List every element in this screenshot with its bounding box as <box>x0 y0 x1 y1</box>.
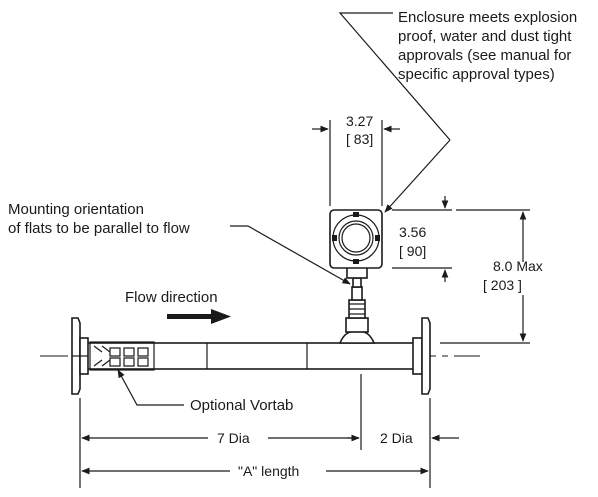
max-height-mm-label: [ 203 ] <box>483 277 522 293</box>
height-inches-label: 3.56 <box>399 224 426 240</box>
enclosure-callout-line-3: approvals (see manual for <box>398 47 571 64</box>
vortab-callout-leader <box>117 369 184 406</box>
mounting-callout-text: Mounting orientation of flats to be para… <box>8 201 190 237</box>
max-height-dimension <box>440 209 530 344</box>
enclosure-callout-line-1: Enclosure meets explosion <box>398 9 577 26</box>
enclosure-callout-line-2: proof, water and dust tight <box>398 28 572 45</box>
enclosure-callout-leader <box>338 12 451 213</box>
enclosure-callout-text: Enclosure meets explosion proof, water a… <box>398 9 577 83</box>
width-dimension <box>312 120 400 206</box>
mounting-callout-line-1: Mounting orientation <box>8 201 144 218</box>
upstream-length-label: 7 Dia <box>217 430 250 446</box>
vortab-flow-conditioner <box>89 341 155 371</box>
transmitter-enclosure <box>329 209 383 269</box>
width-inches-label: 3.27 <box>346 113 373 129</box>
inlet-flange <box>71 317 89 395</box>
height-dimension <box>392 196 452 282</box>
sensor-neck <box>338 265 376 344</box>
vortab-label: Optional Vortab <box>190 397 293 414</box>
width-mm-label: [ 83] <box>346 131 373 147</box>
enclosure-callout-line-4: specific approval types) <box>398 66 555 83</box>
flow-direction-label: Flow direction <box>125 289 218 306</box>
max-height-inches-label: 8.0 Max <box>493 258 543 274</box>
height-mm-label: [ 90] <box>399 243 426 259</box>
overall-length-label: "A" length <box>238 463 299 479</box>
mounting-callout-line-2: of flats to be parallel to flow <box>8 220 190 237</box>
flow-direction-arrow <box>167 309 231 324</box>
downstream-length-label: 2 Dia <box>380 430 413 446</box>
outlet-flange <box>412 317 431 395</box>
bottom-length-dimensions <box>79 374 459 488</box>
mounting-callout-leader <box>230 225 351 285</box>
